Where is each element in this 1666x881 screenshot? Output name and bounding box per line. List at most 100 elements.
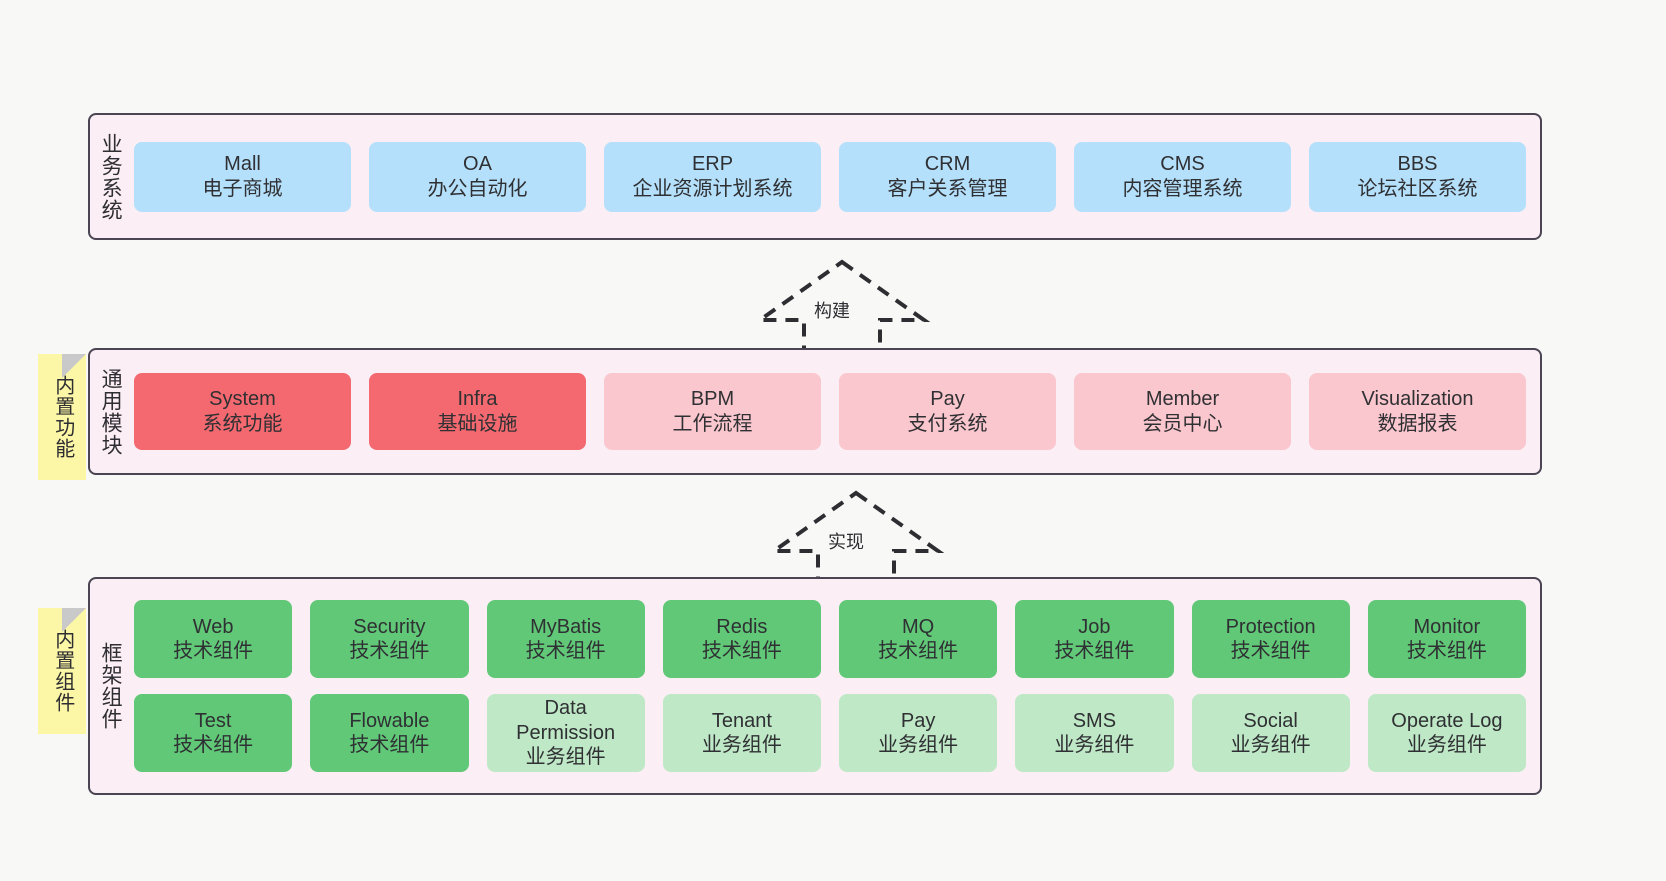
layer-general-modules: 通用模块 System 系统功能 Infra 基础设施 BPM 工作流程 Pay…: [88, 348, 1542, 475]
card-oa[interactable]: OA 办公自动化: [369, 141, 586, 212]
card-subtitle: 系统功能: [202, 412, 283, 435]
card-operate-log[interactable]: Operate Log 业务组件: [1367, 694, 1526, 772]
card-title: Security: [353, 615, 426, 638]
layer-label-general-modules: 通用模块: [99, 367, 123, 456]
card-subtitle: 业务组件: [878, 734, 959, 756]
card-erp[interactable]: ERP 企业资源计划系统: [604, 141, 821, 212]
layer-label-framework-components: 框架组件: [99, 642, 123, 730]
card-subtitle: 电子商城: [202, 177, 283, 200]
card-pay[interactable]: Pay 支付系统: [839, 373, 1056, 450]
card-cms[interactable]: CMS 内容管理系统: [1074, 141, 1291, 212]
card-subtitle: 客户关系管理: [887, 177, 1008, 200]
arrow-build: 构建: [752, 258, 932, 352]
card-sms[interactable]: SMS 业务组件: [1015, 694, 1174, 772]
layer-body-general-modules: System 系统功能 Infra 基础设施 BPM 工作流程 Pay 支付系统…: [130, 350, 1540, 473]
card-title: Social: [1243, 709, 1298, 732]
card-title: Tenant: [711, 709, 772, 732]
note-label: 内置功能: [51, 375, 74, 459]
card-subtitle: 业务组件: [1406, 734, 1487, 756]
card-row: Web 技术组件 Security 技术组件 MyBatis 技术组件 Redi…: [134, 600, 1526, 678]
card-crm[interactable]: CRM 客户关系管理: [839, 141, 1056, 212]
card-social[interactable]: Social 业务组件: [1191, 694, 1350, 772]
card-subtitle: 企业资源计划系统: [632, 177, 793, 200]
layer-label-business-systems: 业务系统: [99, 132, 123, 221]
card-title: ERP: [691, 153, 734, 176]
card-subtitle: 工作流程: [672, 412, 753, 435]
arrow-implement: 实现: [766, 489, 946, 583]
card-title: CMS: [1160, 153, 1205, 176]
card-protection[interactable]: Protection 技术组件: [1191, 600, 1350, 678]
card-title: Job: [1078, 615, 1111, 638]
card-subtitle: 论坛社区系统: [1357, 177, 1478, 200]
card-subtitle: 技术组件: [349, 640, 430, 662]
card-security[interactable]: Security 技术组件: [310, 600, 469, 678]
card-subtitle: 业务组件: [701, 734, 782, 756]
card-title: MQ: [902, 615, 935, 638]
card-row: Test 技术组件 Flowable 技术组件 Data Permission …: [134, 694, 1526, 772]
layer-body-business-systems: Mall 电子商城 OA 办公自动化 ERP 企业资源计划系统 CRM 客户关系…: [130, 115, 1540, 238]
card-subtitle: 业务组件: [525, 746, 606, 769]
note-builtin-components: 内置组件: [38, 608, 86, 734]
card-pay-business[interactable]: Pay 业务组件: [839, 694, 998, 772]
card-redis[interactable]: Redis 技术组件: [662, 600, 821, 678]
card-row: System 系统功能 Infra 基础设施 BPM 工作流程 Pay 支付系统…: [134, 373, 1526, 450]
card-subtitle: 技术组件: [1230, 640, 1311, 662]
card-subtitle: 办公自动化: [427, 177, 528, 200]
card-member[interactable]: Member 会员中心: [1074, 373, 1291, 450]
arrow-implement-label: 实现: [828, 532, 864, 552]
card-title: Pay: [900, 709, 936, 732]
card-mybatis[interactable]: MyBatis 技术组件: [486, 600, 645, 678]
card-title: Protection: [1225, 615, 1316, 638]
card-title: OA: [463, 153, 492, 176]
arrow-build-shape: [753, 259, 931, 352]
card-title: Redis: [716, 615, 768, 638]
card-title: Mall: [224, 153, 261, 176]
card-subtitle: 技术组件: [173, 734, 254, 756]
card-title: Monitor: [1413, 615, 1481, 638]
card-bbs[interactable]: BBS 论坛社区系统: [1309, 141, 1526, 212]
card-subtitle: 支付系统: [907, 412, 988, 435]
card-flowable[interactable]: Flowable 技术组件: [310, 694, 469, 772]
card-title: CRM: [924, 153, 971, 176]
note-builtin-features: 内置功能: [38, 354, 86, 480]
card-title: MyBatis: [530, 615, 602, 638]
note-label: 内置组件: [51, 629, 74, 713]
card-job[interactable]: Job 技术组件: [1015, 600, 1174, 678]
card-title: Member: [1145, 388, 1220, 411]
card-visualization[interactable]: Visualization 数据报表: [1309, 373, 1526, 450]
layer-framework-components: 框架组件 Web 技术组件 Security 技术组件 MyBatis 技术组件…: [88, 577, 1542, 795]
card-title: Web: [192, 615, 234, 638]
arrow-implement-shape: [767, 490, 945, 583]
card-title: BPM: [690, 388, 735, 411]
card-title: Test: [194, 709, 232, 732]
card-mq[interactable]: MQ 技术组件: [839, 600, 998, 678]
card-title: BBS: [1397, 153, 1438, 176]
card-subtitle: 技术组件: [878, 640, 959, 662]
card-subtitle: 内容管理系统: [1122, 177, 1243, 200]
card-subtitle: 技术组件: [701, 640, 782, 662]
card-web[interactable]: Web 技术组件: [134, 600, 293, 678]
card-test[interactable]: Test 技术组件: [134, 694, 293, 772]
layer-business-systems: 业务系统 Mall 电子商城 OA 办公自动化 ERP 企业资源计划系统 CRM…: [88, 113, 1542, 240]
card-row: Mall 电子商城 OA 办公自动化 ERP 企业资源计划系统 CRM 客户关系…: [134, 141, 1526, 212]
card-title: Flowable: [349, 709, 430, 732]
card-subtitle: 技术组件: [173, 640, 254, 662]
layer-body-framework-components: Web 技术组件 Security 技术组件 MyBatis 技术组件 Redi…: [130, 579, 1540, 793]
card-subtitle: 技术组件: [349, 734, 430, 756]
card-subtitle: 业务组件: [1054, 734, 1135, 756]
card-monitor[interactable]: Monitor 技术组件: [1367, 600, 1526, 678]
card-subtitle: 技术组件: [1054, 640, 1135, 662]
card-subtitle: 数据报表: [1377, 412, 1458, 435]
card-subtitle: 技术组件: [525, 640, 606, 662]
card-data-permission[interactable]: Data Permission 业务组件: [486, 694, 645, 772]
card-subtitle: 基础设施: [437, 412, 518, 435]
card-mall[interactable]: Mall 电子商城: [134, 141, 351, 212]
card-tenant[interactable]: Tenant 业务组件: [662, 694, 821, 772]
card-title: SMS: [1072, 709, 1117, 732]
arrow-build-label: 构建: [814, 301, 850, 321]
card-title: Infra: [457, 388, 498, 411]
card-infra[interactable]: Infra 基础设施: [369, 373, 586, 450]
card-title: Operate Log: [1391, 709, 1503, 732]
card-system[interactable]: System 系统功能: [134, 373, 351, 450]
card-bpm[interactable]: BPM 工作流程: [604, 373, 821, 450]
